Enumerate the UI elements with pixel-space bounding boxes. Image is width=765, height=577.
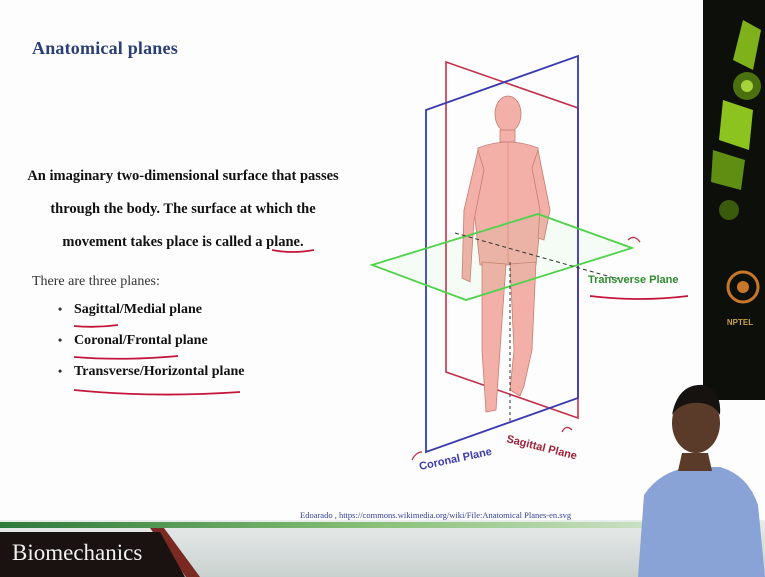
definition-line-1: An imaginary two-dimensional surface tha… [8,160,358,193]
bullet-icon: • [58,333,74,348]
arrow-icon [412,452,422,460]
course-title: Biomechanics [12,540,142,566]
planes-list: •Sagittal/Medial plane •Coronal/Frontal … [58,302,244,395]
arrow-icon [562,427,572,432]
transverse-plane [372,214,632,300]
nptel-logo-text: NPTEL [720,318,760,327]
plane-coronal: Coronal/Frontal plane [74,333,208,349]
arrow-icon [628,237,640,242]
plane-sagittal: Sagittal/Medial plane [74,302,202,318]
sagittal-label: Sagittal Plane [505,433,578,462]
plane-transverse: Transverse/Horizontal plane [74,364,244,380]
robot-arm-icon [703,0,765,400]
decor-panel [703,0,765,400]
brand-strip [0,522,700,528]
definition-text: An imaginary two-dimensional surface tha… [8,160,358,259]
definition-line-2: through the body. The surface at which t… [8,193,358,226]
list-item: •Coronal/Frontal plane [58,333,244,364]
planes-intro: There are three planes: [32,274,160,290]
slide-title: Anatomical planes [32,38,178,59]
image-credit: Edoarado , https://commons.wikimedia.org… [300,510,571,520]
definition-line-3: movement takes place is called a plane. [8,226,358,259]
bullet-icon: • [58,302,74,317]
presenter-video [620,375,765,577]
list-item: •Sagittal/Medial plane [58,302,244,333]
bullet-icon: • [58,364,74,379]
list-item: •Transverse/Horizontal plane [58,364,244,395]
transverse-label: Transverse Plane [588,274,679,286]
